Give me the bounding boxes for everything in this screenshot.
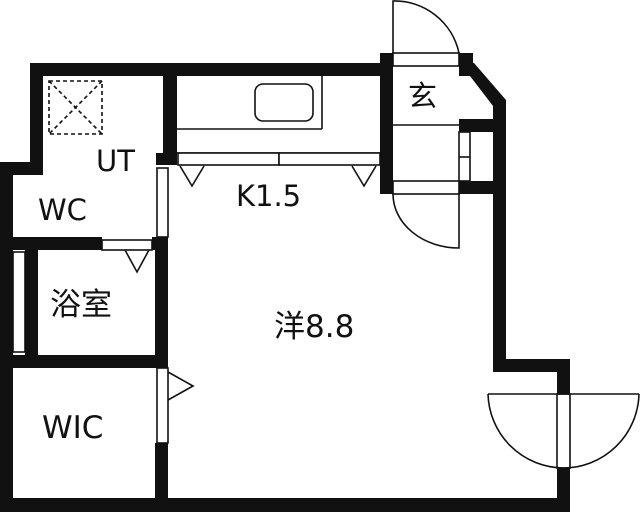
shoe-cabinet — [458, 131, 471, 182]
kitchen-sliding-doors — [177, 152, 381, 188]
entrance-door-bottom — [392, 180, 460, 249]
bath-door — [101, 239, 153, 274]
walls — [0, 53, 570, 512]
washer-pan-icon — [48, 80, 103, 135]
room-label-western: 洋8.8 — [274, 309, 355, 345]
room-label-wc: WC — [38, 193, 87, 227]
room-label-kitchen: K1.5 — [236, 179, 302, 213]
fixtures — [12, 0, 640, 469]
room-label-bath: 浴室 — [50, 287, 112, 323]
kitchen-counter — [177, 76, 380, 154]
balcony-door — [487, 393, 640, 469]
room-label-wic: WIC — [42, 410, 104, 446]
room-label-entrance: 玄 — [408, 79, 438, 113]
bath-side-panel — [12, 251, 26, 353]
ut-sliding-door — [156, 167, 169, 238]
wic-door — [156, 367, 195, 444]
entrance-door-top — [392, 0, 460, 67]
room-label-ut: UT — [96, 144, 135, 178]
sink-icon — [254, 83, 314, 122]
